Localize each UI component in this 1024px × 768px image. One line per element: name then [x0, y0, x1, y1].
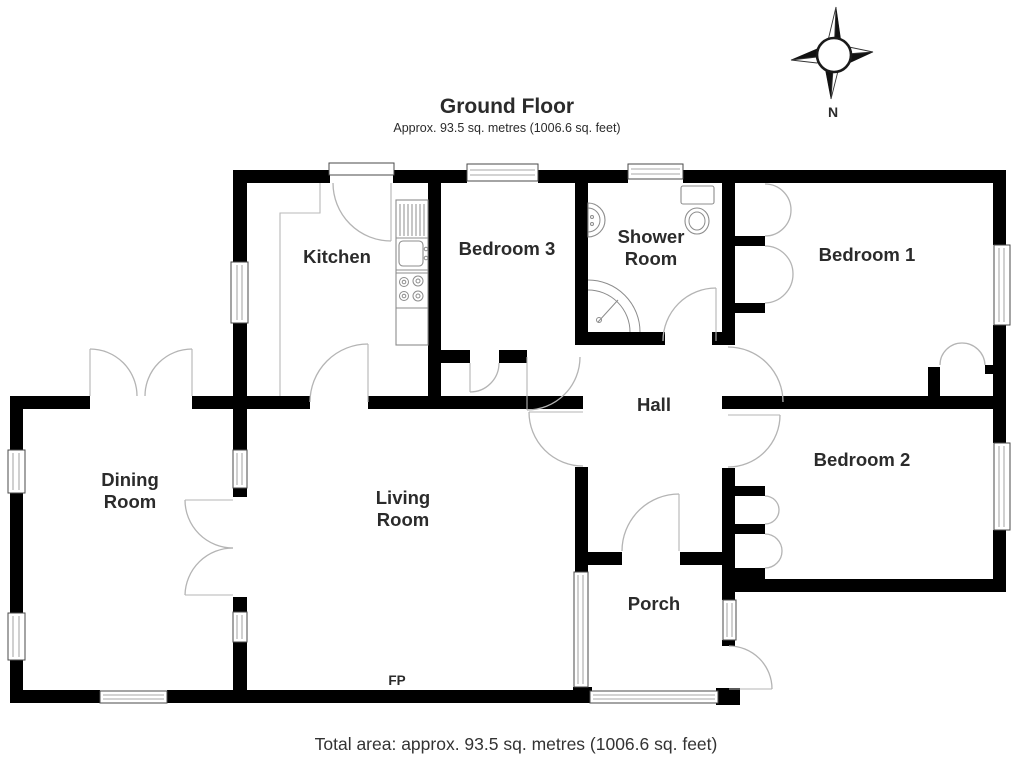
kitchen-exterior-door [332, 182, 392, 242]
hob-icon [396, 272, 428, 309]
kitchen-living-door [309, 343, 369, 403]
shower-icon [587, 279, 641, 333]
page-title: Ground Floor [440, 95, 574, 118]
dining-french-doors [89, 348, 193, 397]
kitchen-door-casing [328, 162, 395, 176]
page-subtitle: Approx. 93.5 sq. metres (1006.6 sq. feet… [393, 121, 620, 135]
room-label-hall: Hall [637, 394, 671, 415]
compass-circle [815, 36, 853, 74]
window-bedroom2 [993, 442, 1011, 531]
room-label-shower-line1: Shower [618, 226, 685, 247]
window-shower-room [627, 163, 684, 180]
room-label-dining-line1: Dining [101, 469, 159, 490]
window-bedroom1 [993, 244, 1011, 326]
window-kitchen [230, 261, 249, 324]
shower-room-door [662, 287, 717, 342]
room-label-bedroom1: Bedroom 1 [819, 244, 916, 265]
window-porch-east [722, 599, 737, 641]
window-divider-lower [232, 611, 248, 643]
windows [7, 162, 1011, 704]
room-label-dining-line2: Room [104, 491, 156, 512]
bedroom3-door [526, 356, 581, 411]
window-dining-lower [7, 612, 26, 661]
washbasin-icon [587, 202, 606, 238]
dining-living-double-doors [184, 499, 234, 596]
porch-hall-door [621, 493, 680, 552]
bedroom2-wardrobe-doors [764, 495, 783, 569]
doors [89, 182, 986, 690]
front-entrance-door [728, 645, 773, 690]
room-label-living-line1: Living [376, 487, 430, 508]
room-label-bedroom2: Bedroom 2 [814, 449, 911, 470]
fireplace-label: FP [388, 673, 405, 688]
compass-rose: N [790, 6, 874, 120]
window-divider-upper [232, 449, 248, 489]
kitchen-counter [395, 199, 429, 346]
drainer-icon [399, 204, 425, 236]
total-area-caption: Total area: approx. 93.5 sq. metres (100… [315, 734, 718, 754]
toilet-icon [680, 185, 715, 235]
sink-icon [396, 237, 429, 271]
room-label-bedroom3: Bedroom 3 [459, 238, 556, 259]
window-porch-west [573, 571, 589, 688]
room-label-porch: Porch [628, 593, 680, 614]
window-dining-south [99, 690, 168, 704]
room-label-kitchen: Kitchen [303, 246, 371, 267]
hall-cupboard-door [469, 362, 500, 393]
room-label-living-line2: Room [377, 509, 429, 530]
bedroom1-wardrobe-doors [764, 183, 986, 366]
living-hall-door [528, 411, 584, 467]
kitchen-recess-outline [279, 183, 321, 396]
window-porch-south [589, 690, 719, 704]
bedroom2-door [727, 414, 781, 468]
bedroom1-door [727, 346, 784, 403]
room-label-shower-line2: Room [625, 248, 677, 269]
walls [10, 170, 1006, 705]
plan-text: Ground Floor Approx. 93.5 sq. metres (10… [101, 95, 915, 754]
fixtures [279, 183, 715, 396]
window-bedroom3 [466, 163, 539, 182]
compass-north-label: N [828, 104, 838, 120]
window-dining-upper [7, 449, 26, 494]
